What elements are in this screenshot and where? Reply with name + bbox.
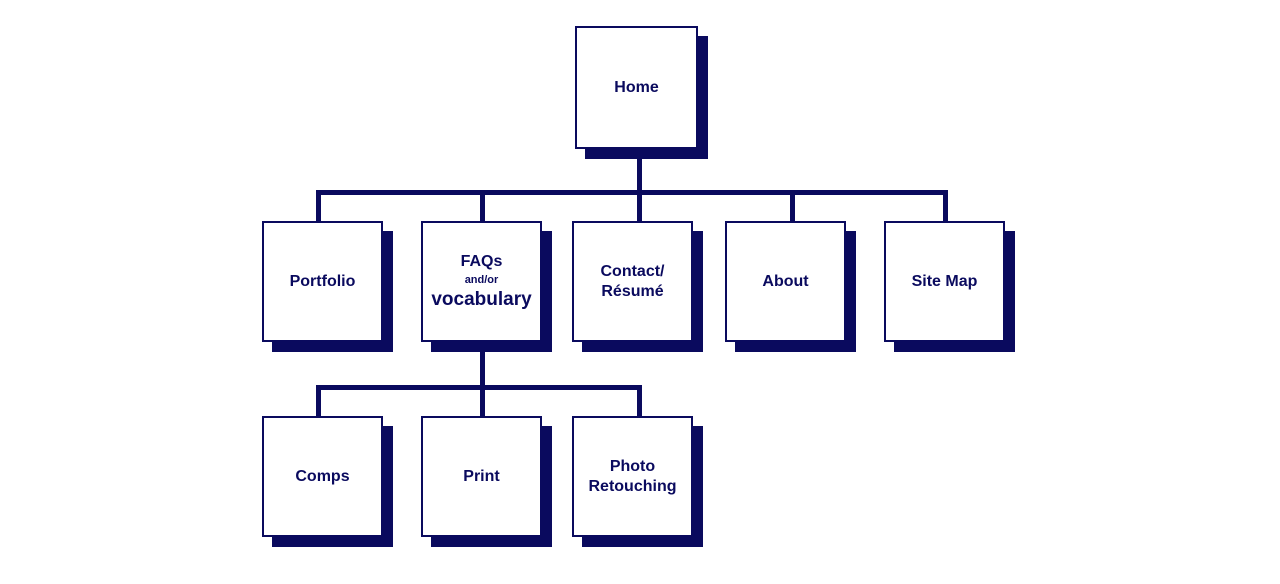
node-comps-label: Comps bbox=[295, 467, 350, 485]
connector-home-down bbox=[637, 148, 642, 193]
node-photo-retouching-line2: Retouching bbox=[588, 477, 677, 495]
connector-portfolio-drop bbox=[316, 190, 321, 222]
connector-level1-horizontal bbox=[316, 190, 948, 195]
connector-photo-drop bbox=[637, 385, 642, 417]
connector-about-drop bbox=[790, 190, 795, 222]
node-about-label: About bbox=[762, 272, 809, 290]
node-portfolio[interactable]: Portfolio bbox=[262, 221, 383, 342]
node-photo-retouching[interactable]: Photo Retouching bbox=[572, 416, 693, 537]
connector-contact-drop bbox=[637, 190, 642, 222]
node-site-map-label: Site Map bbox=[911, 272, 978, 290]
node-faqs[interactable]: FAQs and/or vocabulary bbox=[421, 221, 542, 342]
node-faqs-line2: and/or bbox=[464, 273, 499, 286]
connector-print-drop bbox=[480, 385, 485, 417]
connector-sitemap-drop bbox=[943, 190, 948, 222]
node-faqs-line3: vocabulary bbox=[431, 288, 532, 310]
node-site-map[interactable]: Site Map bbox=[884, 221, 1005, 342]
connector-level2-horizontal bbox=[316, 385, 642, 390]
node-print-label: Print bbox=[463, 467, 500, 485]
node-comps[interactable]: Comps bbox=[262, 416, 383, 537]
node-faqs-line1: FAQs bbox=[460, 252, 503, 270]
node-home-label: Home bbox=[614, 78, 659, 96]
node-portfolio-label: Portfolio bbox=[289, 272, 356, 290]
connector-faqs-drop bbox=[480, 190, 485, 222]
node-contact-line2: Résumé bbox=[601, 282, 664, 300]
connector-faqs-down bbox=[480, 343, 485, 388]
connector-comps-drop bbox=[316, 385, 321, 417]
node-contact-line1: Contact/ bbox=[600, 262, 665, 280]
node-about[interactable]: About bbox=[725, 221, 846, 342]
node-print[interactable]: Print bbox=[421, 416, 542, 537]
node-contact[interactable]: Contact/ Résumé bbox=[572, 221, 693, 342]
node-photo-retouching-line1: Photo bbox=[609, 457, 656, 475]
node-home[interactable]: Home bbox=[575, 26, 698, 149]
